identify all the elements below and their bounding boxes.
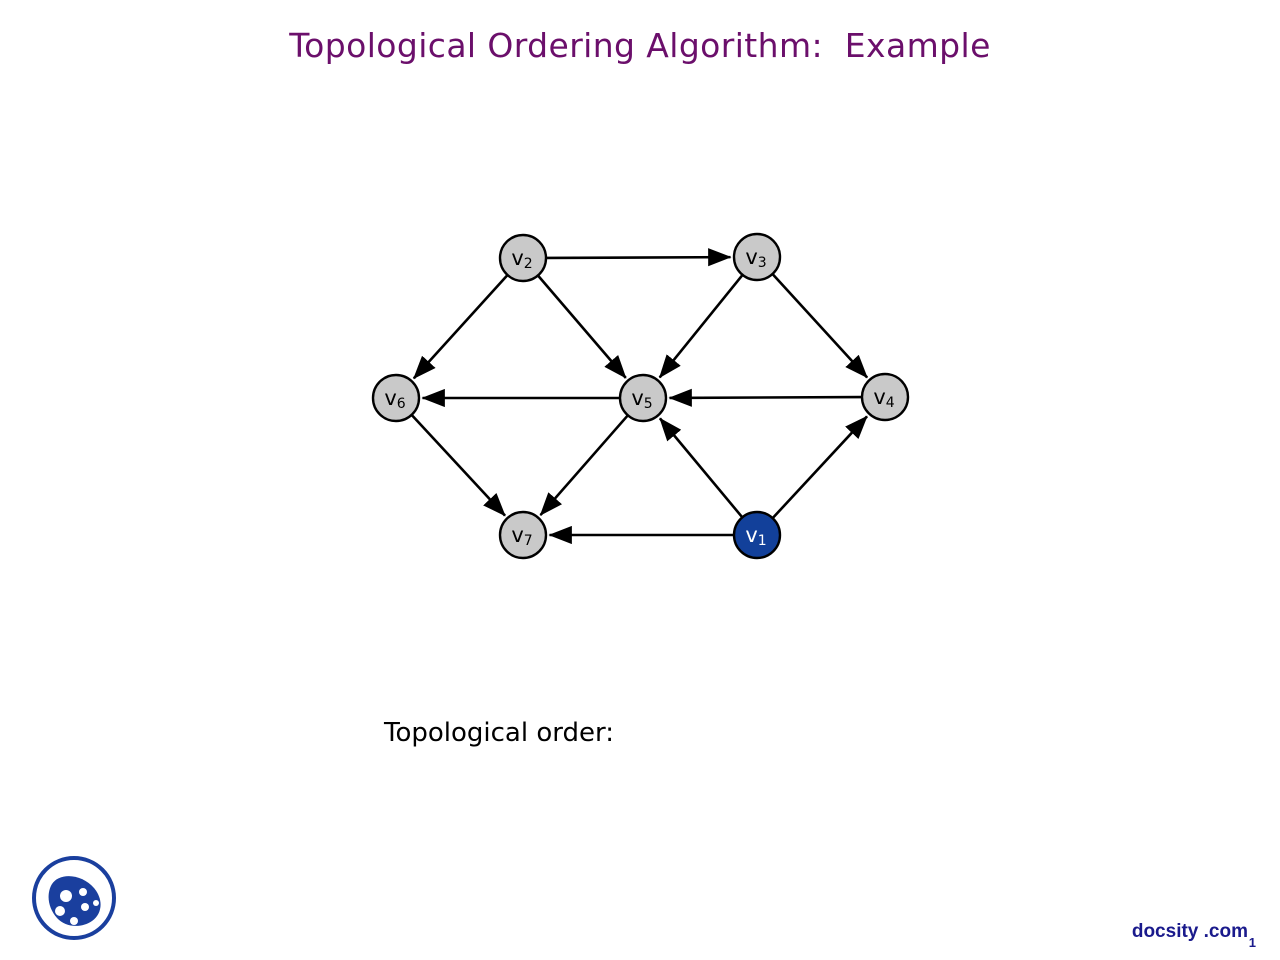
graph-edge-v2-to-v5 xyxy=(537,274,627,379)
graph-node-v4[interactable] xyxy=(860,372,910,422)
docsity-cookie-logo xyxy=(32,856,116,940)
graph-edge-v2-to-v6 xyxy=(412,274,509,380)
graph-node-v2[interactable] xyxy=(498,233,548,283)
graph-edge-v3-to-v4 xyxy=(771,273,869,379)
graph-node-label-v5: v5 xyxy=(631,386,652,412)
graph-edges xyxy=(411,248,869,545)
topological-order-label: Topological order: xyxy=(384,718,614,748)
graph-edge-v1-to-v4 xyxy=(772,415,868,519)
graph-edge-v2-to-v3 xyxy=(546,248,732,267)
graph-nodes: v1 v2 v3 v4 v5 v6 v7 xyxy=(371,232,910,560)
graph-edge-v5-to-v7 xyxy=(539,414,629,516)
graph-edge-v3-to-v5 xyxy=(658,274,744,379)
graph-node-v6[interactable] xyxy=(371,373,421,423)
graph-node-v7[interactable] xyxy=(498,510,548,560)
graph-node-label-v4: v4 xyxy=(873,385,894,411)
graph-edge-v4-to-v5 xyxy=(668,388,862,407)
page-title: Topological Ordering Algorithm: Example xyxy=(289,26,991,65)
page-number: 1 xyxy=(1248,935,1256,950)
graph-node-v5[interactable] xyxy=(618,373,668,423)
graph-node-label-v7: v7 xyxy=(511,523,532,549)
graph-node-label-v3: v3 xyxy=(745,245,766,271)
footer-brand: docsity .com xyxy=(1131,921,1248,942)
graph-node-label-v1: v1 xyxy=(745,523,766,549)
graph-edge-v1-to-v5 xyxy=(658,417,743,518)
graph-node-v3[interactable] xyxy=(732,232,782,282)
graph-edge-v6-to-v7 xyxy=(411,414,506,517)
graph-node-v1[interactable] xyxy=(732,510,782,560)
graph-node-label-v6: v6 xyxy=(384,386,405,412)
graph-node-label-v2: v2 xyxy=(511,246,532,272)
